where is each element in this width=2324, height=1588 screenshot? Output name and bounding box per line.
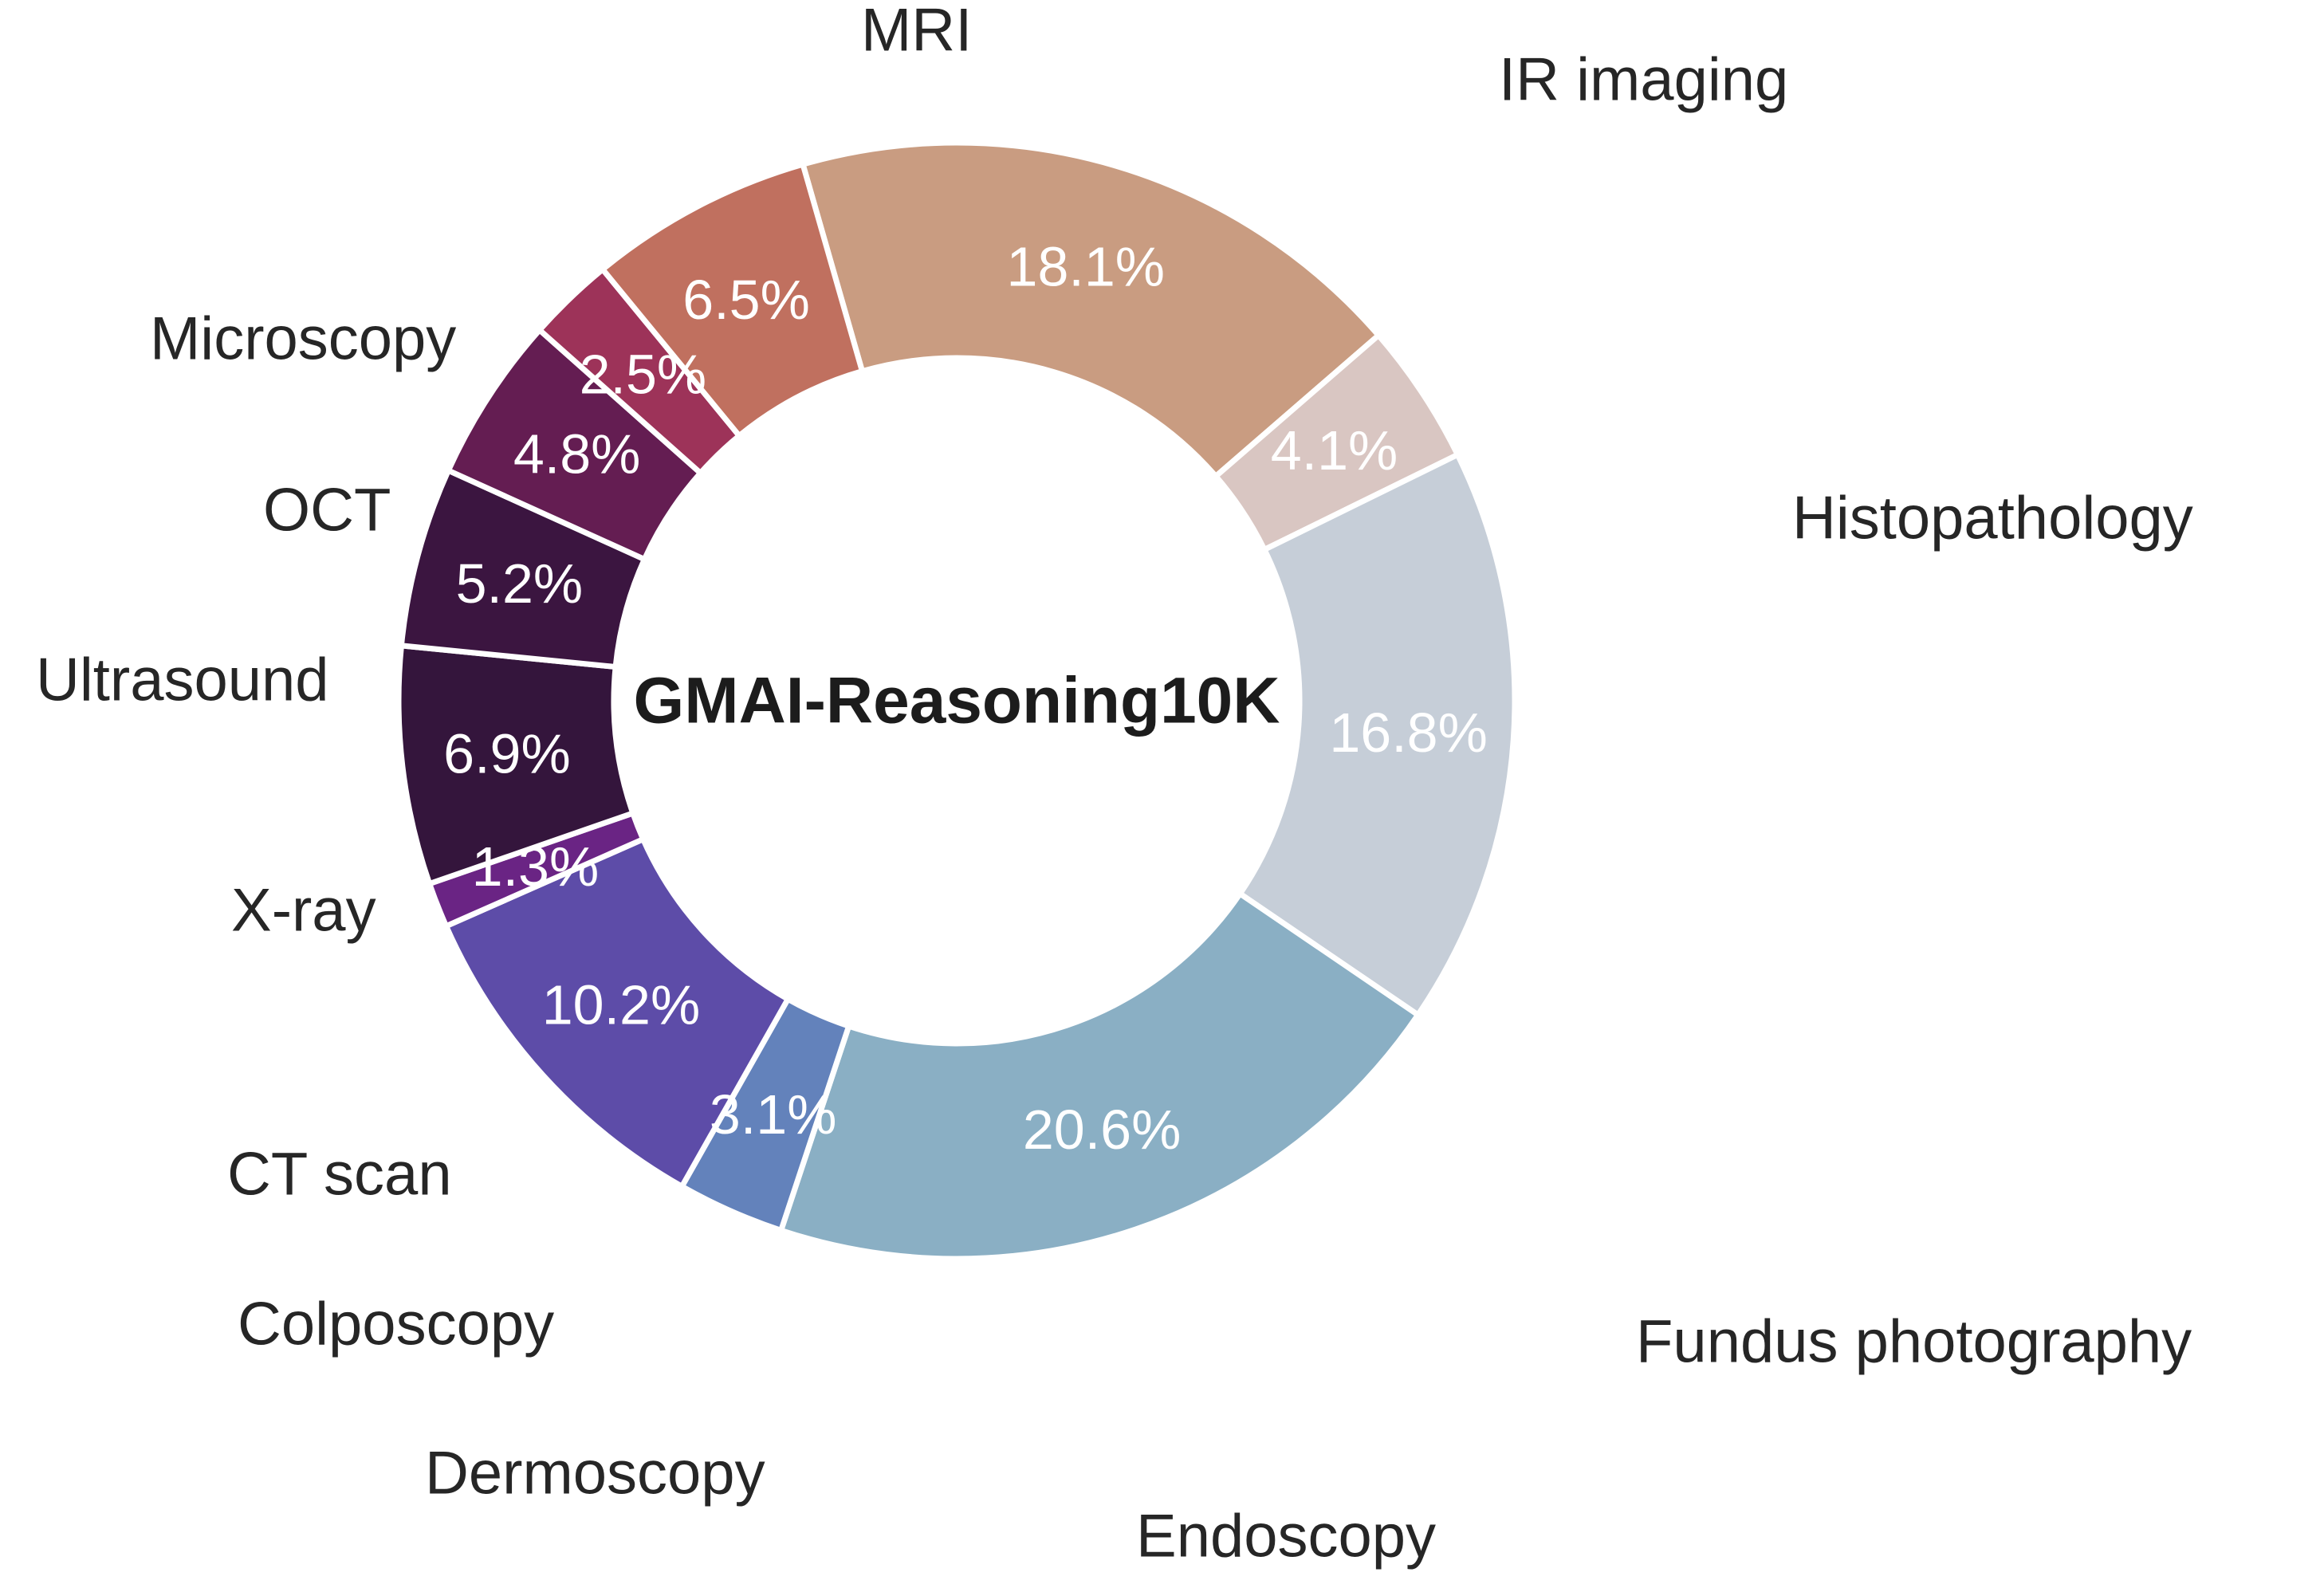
pie-slice-label-ir-imaging: IR imaging — [1499, 46, 1788, 114]
pie-slice-label-mri: MRI — [861, 0, 972, 65]
pie-slice-value-dermoscopy: 10.2% — [542, 973, 700, 1036]
pie-slice-mri[interactable] — [799, 140, 1382, 481]
pie-slice-value-ir-imaging: 4.1% — [1271, 419, 1398, 482]
pie-slice-value-fundus-photography: 20.6% — [1023, 1099, 1181, 1161]
pie-slice-label-x-ray: X-ray — [231, 877, 376, 945]
pie-slice-value-mri: 18.1% — [1007, 236, 1165, 298]
pie-slice-label-colposcopy: Colposcopy — [238, 1291, 554, 1358]
pie-slice-value-ultrasound: 4.8% — [513, 423, 641, 485]
percent-labels-group: 18.1% 4.1% 16.8% 20.6% 3.1%10.2% 1.3% 6.9% 5.2%… — [443, 236, 1488, 1161]
pie-slice-dermoscopy[interactable] — [442, 835, 792, 1191]
pie-slice-value-x-ray: 5.2% — [456, 552, 584, 615]
donut-slices-group — [395, 140, 1518, 1262]
pie-slice-histopathology[interactable] — [1236, 450, 1518, 1019]
pie-slice-value-endoscopy: 3.1% — [710, 1083, 837, 1146]
pie-slice-value-colposcopy: 1.3% — [472, 835, 600, 898]
pie-slice-value-oct: 2.5% — [580, 344, 707, 406]
pie-slice-label-ct-scan: CT scan — [227, 1141, 452, 1209]
pie-slice-value-microscopy: 6.5% — [682, 269, 810, 331]
pie-slice-value-ct-scan: 6.9% — [443, 723, 571, 785]
center-title: GMAI-Reasoning10K — [634, 665, 1280, 737]
pie-slice-label-histopathology: Histopathology — [1792, 485, 2193, 552]
pie-slice-label-oct: OCT — [263, 477, 391, 544]
pie-slice-label-fundus-photography: Fundus photography — [1636, 1308, 2192, 1376]
pie-slice-microscopy[interactable] — [598, 160, 866, 440]
pie-slice-label-ultrasound: Ultrasound — [36, 647, 329, 714]
pie-slice-label-microscopy: Microscopy — [150, 305, 456, 373]
pie-slice-label-endoscopy: Endoscopy — [1136, 1503, 1436, 1570]
pie-slice-label-dermoscopy: Dermoscopy — [425, 1440, 765, 1507]
pie-slice-value-histopathology: 16.8% — [1329, 702, 1487, 764]
pie-slice-fundus-photography[interactable] — [777, 890, 1422, 1262]
